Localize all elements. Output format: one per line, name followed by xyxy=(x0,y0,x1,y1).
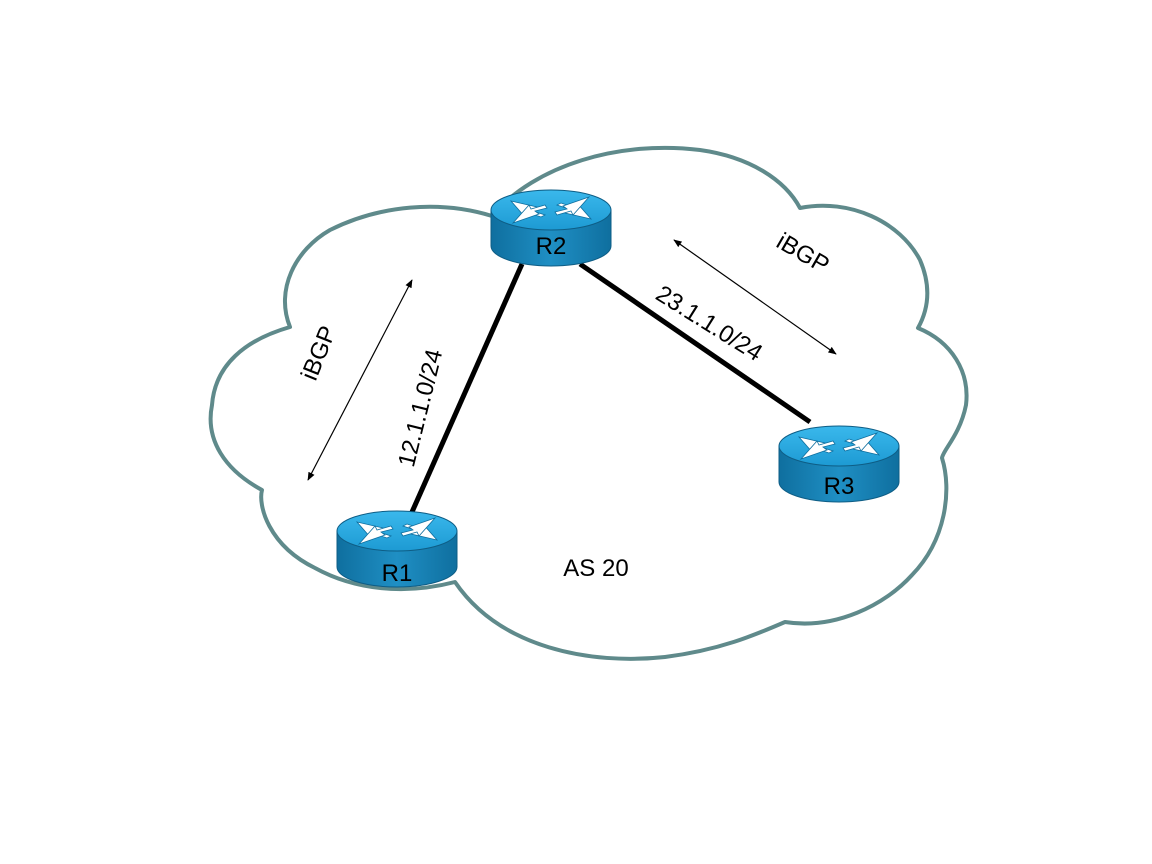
ibgp-arrow-r2-r3 xyxy=(673,239,837,355)
ibgp-arrow-r1-r2 xyxy=(307,279,413,481)
router-r3[interactable]: R3 xyxy=(778,425,900,503)
as-label: AS 20 xyxy=(563,555,628,582)
router-r1[interactable]: R1 xyxy=(336,510,458,588)
router-label-r3: R3 xyxy=(824,473,855,500)
router-r2[interactable]: R2 xyxy=(490,189,612,267)
link-r1-r2 xyxy=(409,262,525,514)
router-label-r1: R1 xyxy=(382,560,413,587)
router-label-r2: R2 xyxy=(536,233,567,260)
